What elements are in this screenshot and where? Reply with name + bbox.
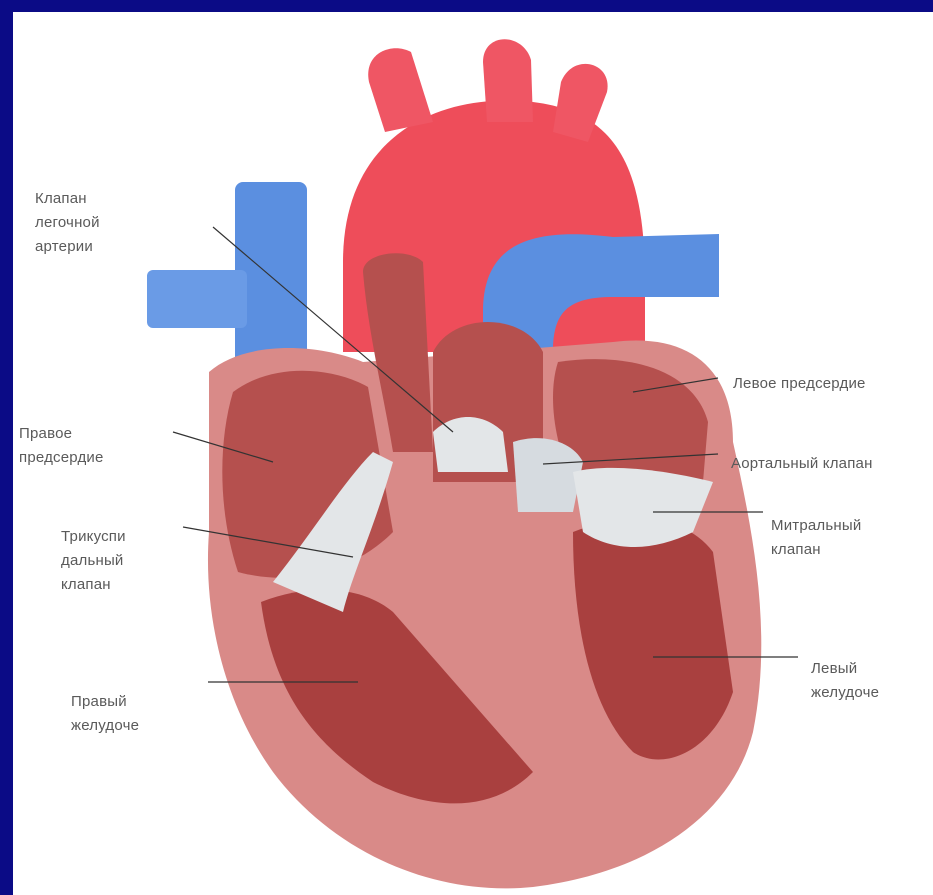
label-tricuspid-valve: Трикуспи дальный клапан (61, 525, 126, 597)
label-right-atrium: Правое предсердие (19, 422, 104, 470)
label-mitral-valve: Митральный клапан (771, 514, 861, 562)
label-aortic-valve: Аортальный клапан (731, 452, 873, 476)
label-left-ventricle: Левый желудоче (811, 657, 879, 705)
diagram-panel: Клапан легочной артерии Правое предсерди… (13, 12, 933, 895)
label-right-ventricle: Правый желудоче (71, 690, 139, 738)
label-pulmonary-valve: Клапан легочной артерии (35, 187, 100, 259)
label-left-atrium: Левое предсердие (733, 372, 866, 396)
